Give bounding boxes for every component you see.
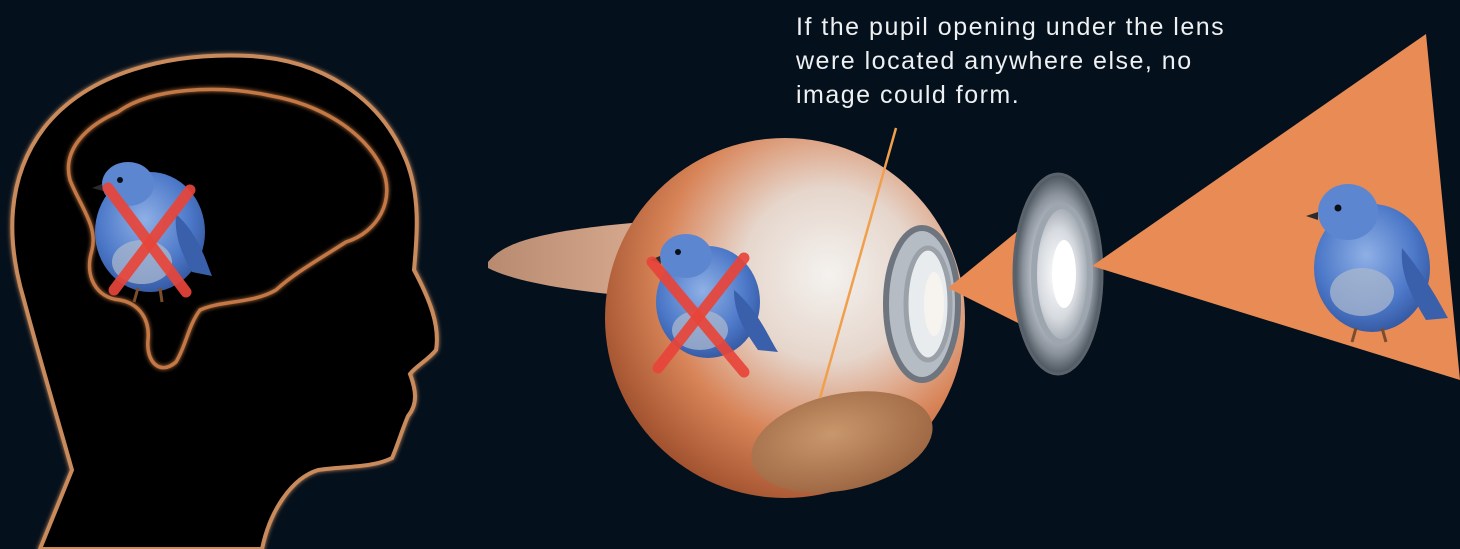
lens-ring [1014, 174, 1102, 374]
eyeball-cutaway [605, 138, 965, 508]
caption-line: image could form. [796, 78, 1266, 112]
caption-line: If the pupil opening under the lens [796, 10, 1266, 44]
caption-line: were located anywhere else, no [796, 44, 1266, 78]
caption-text: If the pupil opening under the lens were… [796, 10, 1266, 112]
